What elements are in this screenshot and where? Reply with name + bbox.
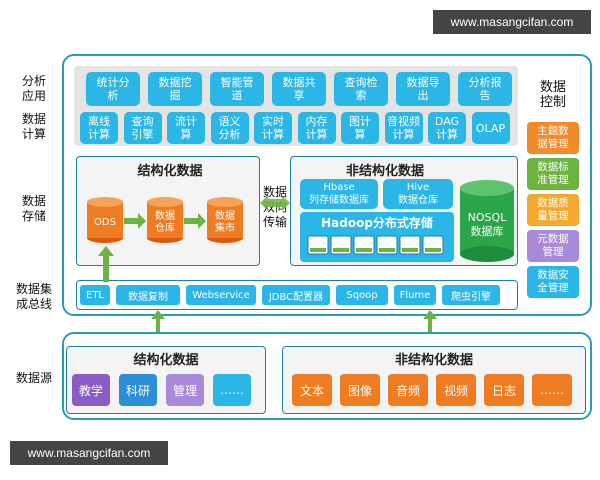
ods-label: ODS [94, 217, 116, 228]
integration-tool[interactable]: ETL [80, 285, 110, 305]
ods-cylinder [87, 197, 123, 243]
structured-source-item[interactable]: 教学 [72, 374, 110, 406]
structured-source-item[interactable]: 管理 [166, 374, 204, 406]
control-item[interactable]: 元数据 管理 [527, 230, 579, 262]
control-item[interactable]: 数据安 全管理 [527, 266, 579, 298]
app-item[interactable]: 统计分 析 [86, 72, 140, 106]
compute-item[interactable]: 离线 计算 [80, 112, 118, 144]
compute-item[interactable]: 图计 算 [341, 112, 379, 144]
nosql-label: NOSQL 数据库 [467, 211, 507, 238]
app-item[interactable]: 智能管 道 [210, 72, 264, 106]
control-item[interactable]: 主题数 据管理 [527, 122, 579, 154]
integration-tool[interactable]: Flume [394, 285, 436, 305]
arrow-right-icon [184, 213, 206, 229]
structured-source-item[interactable]: …… [213, 374, 251, 406]
integration-tool[interactable]: 数据复制 [116, 285, 180, 305]
integration-tool[interactable]: Webservice [186, 285, 256, 305]
compute-item[interactable]: DAG 计算 [428, 112, 466, 144]
layer-label-source: 数据源 [15, 370, 52, 385]
watermark-top: www.masangcifan.com [433, 10, 591, 34]
layer-label-app: 分析 应用 [21, 74, 46, 103]
compute-item[interactable]: 查询 引擎 [123, 112, 162, 144]
warehouse-cylinder [147, 197, 183, 243]
hbase-box[interactable]: Hbase 列存储数据库 [300, 179, 378, 209]
structured-storage-title: 结构化数据 [137, 163, 203, 179]
compute-item[interactable]: 语义 分析 [210, 112, 249, 144]
arrow-up-icon [423, 310, 437, 346]
layer-label-compute: 数据 计算 [21, 112, 46, 141]
structured-source-title: 结构化数据 [133, 352, 199, 368]
compute-item[interactable]: 内存 计算 [297, 112, 336, 144]
integration-tool[interactable]: 爬虫引擎 [442, 285, 500, 305]
compute-item[interactable]: 实时 计算 [254, 112, 292, 144]
mart-cylinder [207, 197, 243, 243]
app-item[interactable]: 数据导 出 [396, 72, 450, 106]
hadoop-nodes [307, 235, 444, 255]
arrow-up-icon [151, 310, 165, 346]
control-item[interactable]: 数据质 量管理 [527, 194, 579, 226]
unstructured-source-item[interactable]: 文本 [292, 374, 332, 406]
compute-item[interactable]: 音视频 计算 [384, 112, 423, 144]
control-title: 数据 控制 [539, 80, 566, 110]
hadoop-title: Hadoop分布式存储 [321, 215, 433, 230]
warehouse-label: 数据 仓库 [155, 211, 175, 234]
bidirectional-arrow-icon [260, 195, 290, 211]
unstructured-source-item[interactable]: 日志 [484, 374, 524, 406]
watermark-bottom: www.masangcifan.com [10, 441, 168, 465]
app-item[interactable]: 分析报 告 [458, 72, 512, 106]
integration-tool[interactable]: Sqoop [336, 285, 388, 305]
unstructured-source-item[interactable]: …… [532, 374, 572, 406]
unstructured-source-title: 非结构化数据 [394, 352, 473, 368]
integration-tool[interactable]: JDBC配置器 [262, 285, 330, 305]
app-item[interactable]: 数据挖 掘 [148, 72, 202, 106]
layer-label-integration: 数据集 成总线 [15, 282, 52, 311]
arrow-up-icon [98, 246, 114, 282]
structured-source-item[interactable]: 科研 [119, 374, 157, 406]
unstructured-storage-title: 非结构化数据 [345, 163, 424, 179]
unstructured-source-item[interactable]: 音频 [388, 374, 428, 406]
app-item[interactable]: 查询检 索 [334, 72, 388, 106]
arrow-right-icon [124, 213, 146, 229]
structured-storage-diagram [87, 197, 243, 243]
compute-item[interactable]: 流计 算 [167, 112, 205, 144]
unstructured-source-item[interactable]: 视频 [436, 374, 476, 406]
mart-label: 数据 集市 [215, 211, 235, 234]
hive-box[interactable]: Hive 数据仓库 [383, 179, 453, 209]
compute-item[interactable]: OLAP [471, 112, 510, 144]
control-item[interactable]: 数据标 准管理 [527, 158, 579, 190]
app-item[interactable]: 数据共 享 [272, 72, 326, 106]
unstructured-source-item[interactable]: 图像 [340, 374, 380, 406]
layer-label-storage: 数据 存储 [21, 194, 46, 223]
nosql-cylinder [460, 180, 514, 262]
